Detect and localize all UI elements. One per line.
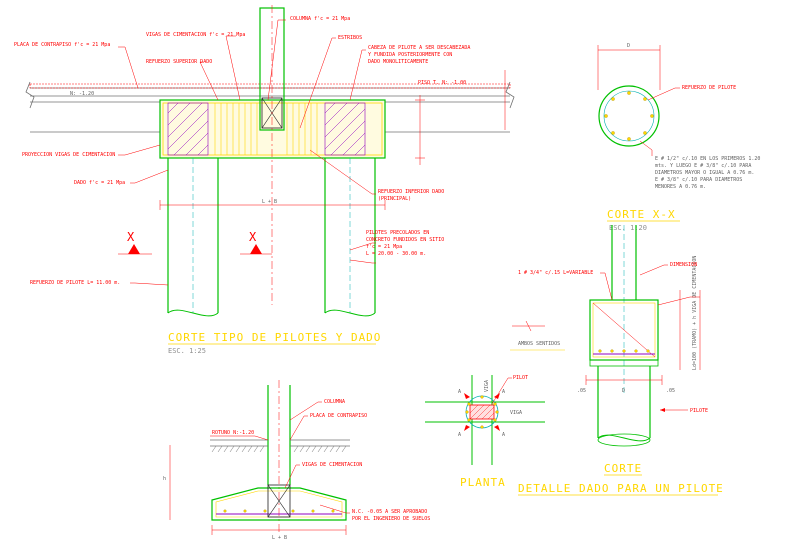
- plan-title: PLANTA: [460, 476, 506, 489]
- dado: [159, 99, 386, 159]
- pile-circle: [598, 85, 660, 147]
- precolados-4: L = 20.00 - 30.00 m.: [366, 251, 426, 257]
- corte-xx-d-label: D: [622, 388, 625, 394]
- refuerzo-inferior-2: (PRINCIPAL): [378, 196, 411, 202]
- cabeza-line-2: Y FUNDIDA POSTERIORMENTE CON: [368, 52, 452, 58]
- corte-xx-d05-left: .05: [577, 388, 586, 394]
- pile-note-2: mts. Y LUEGO E # 3/8" c/.10 PARA: [655, 163, 751, 169]
- placa-label: PLACA DE CONTRAPISO f'c = 21 Mpa: [14, 42, 110, 48]
- piso-label: PISO T. N: -1.00: [418, 80, 466, 86]
- dim-width-label: L + B: [262, 199, 277, 205]
- pile-right: [324, 158, 376, 317]
- bottom-footing: [211, 487, 347, 521]
- corte-xx-anclaje: Ld=100 (TRAMO) + h VIGA DE CIMENTACION: [692, 256, 698, 370]
- plan-dim-2: A: [502, 389, 505, 395]
- pile-refuerzo-label: REFUERZO DE PILOTE: [682, 85, 736, 91]
- vigas-cimentacion-label: VIGAS DE CIMENTACION f'c = 21 Mpa: [146, 32, 245, 38]
- bottom-detail: L + B h COLUMNA PLACA DE CONTRAPISO ROTU…: [163, 380, 430, 541]
- svg-text:X: X: [249, 230, 257, 244]
- main-section: L + B X X: [14, 5, 515, 355]
- dado-label: DADO f'c = 21 Mpa: [74, 180, 125, 186]
- corte-xx-scale: ESC. 1:20: [609, 224, 647, 232]
- plan-pilot-label: PILOT: [513, 375, 528, 381]
- svg-text:X: X: [127, 230, 135, 244]
- corte-xx: CORTE X-X ESC. 1:20 .05 .05 D Ld=100 (TR…: [510, 208, 708, 447]
- pile-note-3: DIAMETROS MAYOR O IGUAL A 0.76 m.: [655, 170, 754, 176]
- bottom-rotuno-label: ROTUNO N:-1.20: [212, 430, 254, 436]
- pile-cross-section: D REFUERZO DE PILOTE E # 1/2" c/.10 EN L…: [597, 43, 760, 190]
- precolados-2: CONCRETO FUNDIDOS EN SITIO: [366, 237, 444, 243]
- bottom-columna-label: COLUMNA: [324, 399, 345, 405]
- bottom-dim-label: L + B: [272, 535, 287, 541]
- pile-d-label: D: [627, 43, 630, 49]
- precolados-3: f'c = 21 Mpa: [366, 244, 402, 250]
- plan-dim-4: A: [502, 432, 505, 438]
- plan-viga-vertical: VIGA: [484, 380, 490, 392]
- pile-note-1: E # 1/2" c/.10 EN LOS PRIMEROS 1.20: [655, 156, 760, 162]
- plan-view: A A A A VIGA VIGA PILOT PLANTA: [425, 375, 545, 489]
- refuerzo-pilote-label: REFUERZO DE PILOTE L= 11.00 m.: [30, 280, 120, 286]
- detalle-title: DETALLE DADO PARA UN PILOTE: [518, 482, 724, 495]
- corte-title: CORTE: [604, 462, 642, 475]
- proyeccion-label: PROYECCION VIGAS DE CIMENTACION: [22, 152, 115, 158]
- bottom-vigas-label: VIGAS DE CIMENTACION: [302, 462, 362, 468]
- precolados-1: PILOTES PRECOLADOS EN: [366, 230, 429, 236]
- estribos-label: ESTRIBOS: [338, 35, 362, 41]
- corte-xx-d05-right: .05: [666, 388, 675, 394]
- columna-label: COLUMNA f'c = 21 Mpa: [290, 16, 350, 22]
- section-marker-right: X: [240, 230, 272, 255]
- corte-xx-dimension: DIMENSION: [670, 262, 697, 268]
- bottom-h-label: h: [163, 476, 166, 482]
- plan-viga-horizontal: VIGA: [510, 410, 522, 416]
- pile-left: [167, 158, 219, 317]
- refuerzo-superior-label: REFUERZO SUPERIOR DADO: [146, 59, 212, 65]
- bottom-placa-label: PLACA DE CONTRAPISO: [310, 413, 367, 419]
- plan-dim-1: A: [458, 389, 461, 395]
- bottom-nc-2: POR EL INGENIERO DE SUELOS: [352, 516, 430, 522]
- refuerzo-inferior-1: REFUERZO INFERIOR DADO: [378, 189, 444, 195]
- bottom-nc-1: N.C. -0.05 A SER APROBADO: [352, 509, 427, 515]
- pile-note-5: MENORES A 0.76 m.: [655, 184, 706, 190]
- corte-xx-varilla: 1 # 3/4" c/.15 L=VARIABLE: [518, 270, 593, 276]
- corte-xx-pilote: PILOTE: [690, 408, 708, 414]
- cabeza-line-3: DADO MONOLITICAMENTE: [368, 59, 428, 65]
- corte-xx-title: CORTE X-X: [607, 208, 676, 221]
- main-scale: ESC. 1:25: [168, 347, 206, 355]
- main-title: CORTE TIPO DE PILOTES Y DADO: [168, 331, 381, 344]
- nivel-label: N: -1.20: [70, 91, 94, 97]
- pile-note-4: E # 3/8" c/.10 PARA DIAMETROS: [655, 177, 742, 183]
- cabeza-line-1: CABEZA DE PILOTE A SER DESCABEZADA: [368, 45, 470, 51]
- ambos-sentidos-label: AMBOS SENTIDOS: [518, 341, 560, 347]
- section-marker-left: X: [118, 230, 152, 255]
- plan-dim-3: A: [458, 432, 461, 438]
